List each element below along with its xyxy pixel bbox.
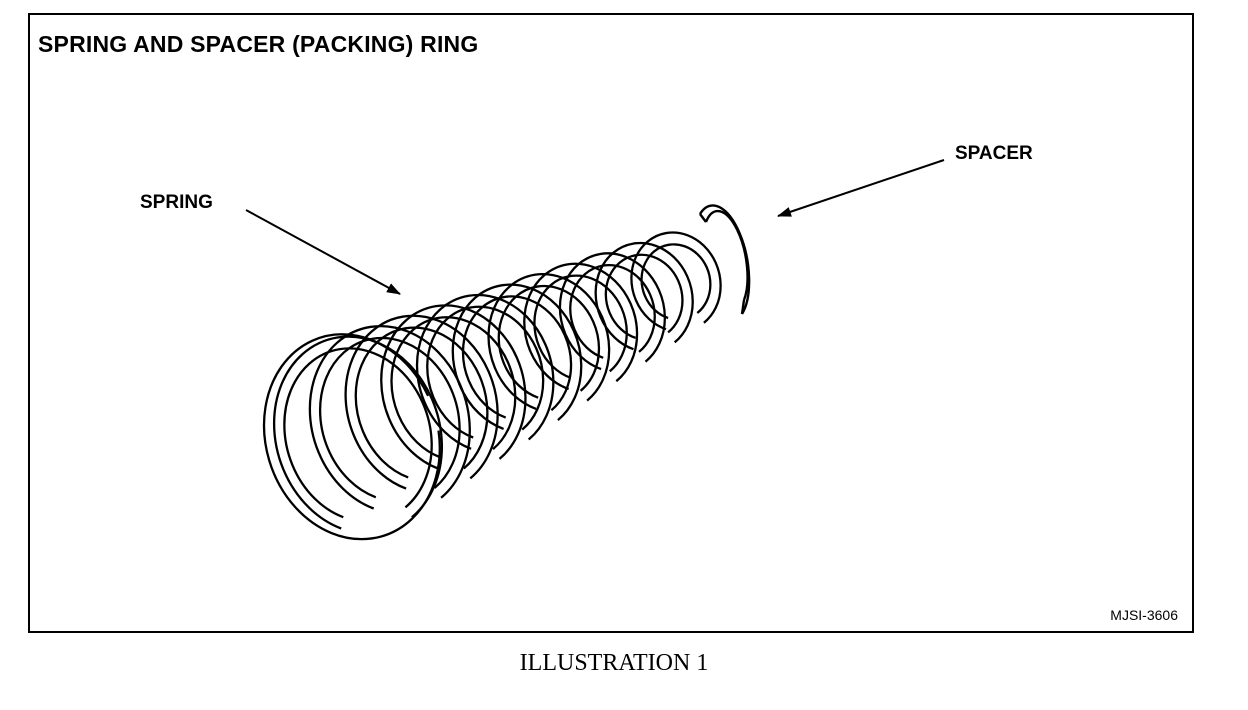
figure-code: MJSI-3606 bbox=[1110, 607, 1178, 623]
coil-outer-edge bbox=[273, 335, 443, 530]
coil-inner-edge bbox=[569, 264, 656, 359]
figure-title: SPRING AND SPACER (PACKING) RING bbox=[38, 31, 479, 57]
spacer-callout-label: SPACER bbox=[955, 143, 1033, 164]
spring-leader-arrow bbox=[245, 209, 401, 295]
coil-outer-edge bbox=[308, 324, 471, 510]
spring-callout-label: SPRING bbox=[140, 192, 213, 213]
coil-inner-edge bbox=[283, 347, 433, 519]
coil-inner-edge bbox=[640, 243, 712, 320]
coil-outer-edge bbox=[487, 272, 611, 410]
coil-inner-edge bbox=[497, 284, 601, 399]
front-coil-edge bbox=[262, 333, 441, 541]
coil-inner-edge bbox=[426, 305, 545, 439]
coil-outer-edge bbox=[630, 231, 722, 331]
coil-inner-edge bbox=[390, 316, 517, 459]
coil-outer-edge bbox=[594, 241, 694, 351]
coil-inner-edge bbox=[604, 253, 684, 339]
spring-coils bbox=[262, 231, 722, 541]
coil-inner-edge bbox=[318, 336, 461, 499]
coil-inner-edge bbox=[354, 326, 489, 479]
spacer-leader-arrow bbox=[777, 159, 945, 217]
figure-frame: SPRING AND SPACER (PACKING) RING SPRING … bbox=[28, 13, 1194, 633]
coil-inner-edge bbox=[533, 274, 628, 379]
coil-inner-edge bbox=[461, 295, 573, 419]
coil-outer-edge bbox=[344, 314, 499, 490]
coil-outer-edge bbox=[380, 304, 527, 470]
illustration-caption: ILLUSTRATION 1 bbox=[519, 650, 709, 676]
coil-outer-edge bbox=[415, 293, 555, 450]
spacer-ring bbox=[698, 204, 751, 315]
coil-outer-edge bbox=[523, 262, 639, 391]
